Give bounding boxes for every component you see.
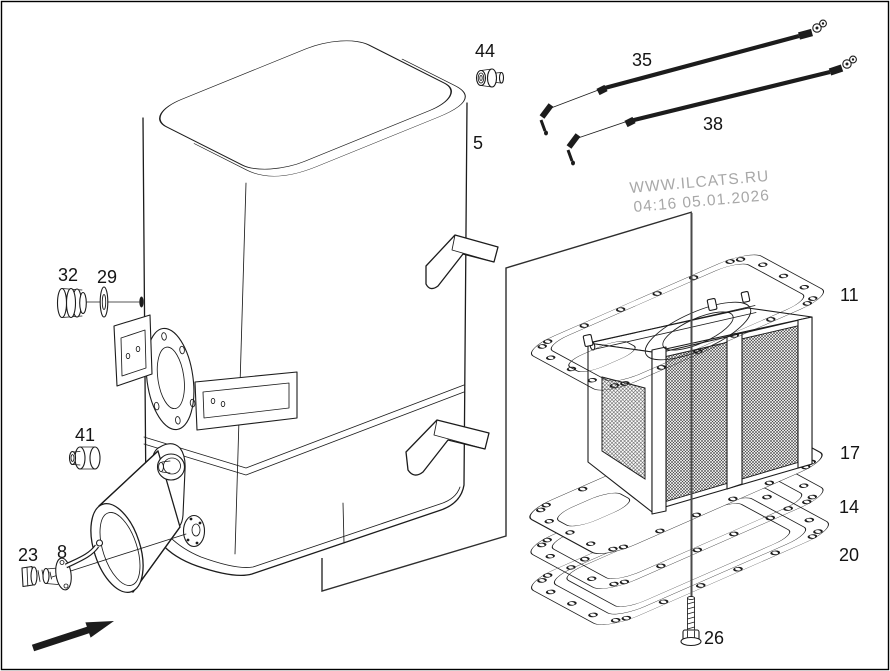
bolt-23 — [21, 565, 52, 588]
callout-41[interactable]: 41 — [75, 425, 95, 445]
callout-5[interactable]: 5 — [473, 133, 483, 153]
bolt-26 — [680, 595, 702, 647]
intake-horn — [90, 443, 186, 593]
mount-bracket-left — [113, 314, 153, 387]
cable-35 — [539, 19, 827, 136]
drain-port — [182, 514, 206, 548]
gasket-11 — [526, 251, 829, 394]
callout-17[interactable]: 17 — [840, 443, 860, 463]
view-direction-arrow-icon — [31, 621, 114, 652]
callout-29[interactable]: 29 — [97, 267, 117, 287]
grommet-32 — [56, 287, 87, 319]
housing-inlet-flange — [144, 327, 196, 431]
bracket-tube-8 — [42, 539, 104, 591]
strap-clamp-lower — [405, 419, 490, 476]
mount-bracket-front — [194, 371, 298, 431]
callout-8[interactable]: 8 — [57, 542, 67, 562]
housing-lid — [159, 40, 452, 170]
callout-labels: 44 5 35 38 32 29 11 41 17 14 20 23 8 26 — [18, 41, 860, 648]
strap-clamp-upper — [425, 234, 499, 290]
callout-32[interactable]: 32 — [58, 265, 78, 285]
callout-14[interactable]: 14 — [839, 497, 859, 517]
callout-44[interactable]: 44 — [475, 41, 495, 61]
callout-23[interactable]: 23 — [18, 545, 38, 565]
cable-38 — [566, 55, 857, 166]
callout-26[interactable]: 26 — [704, 628, 724, 648]
washer-29 — [99, 286, 144, 318]
callout-35[interactable]: 35 — [632, 50, 652, 70]
plug-41 — [68, 446, 101, 470]
leader-23 — [51, 533, 187, 578]
callout-38[interactable]: 38 — [703, 114, 723, 134]
element-pipe — [582, 291, 757, 351]
callout-11[interactable]: 11 — [840, 285, 859, 305]
air-cleaner-housing — [90, 28, 499, 593]
filter-element — [582, 291, 813, 515]
callout-20[interactable]: 20 — [839, 545, 859, 565]
plug-44 — [475, 68, 505, 88]
section-plane — [321, 211, 693, 592]
